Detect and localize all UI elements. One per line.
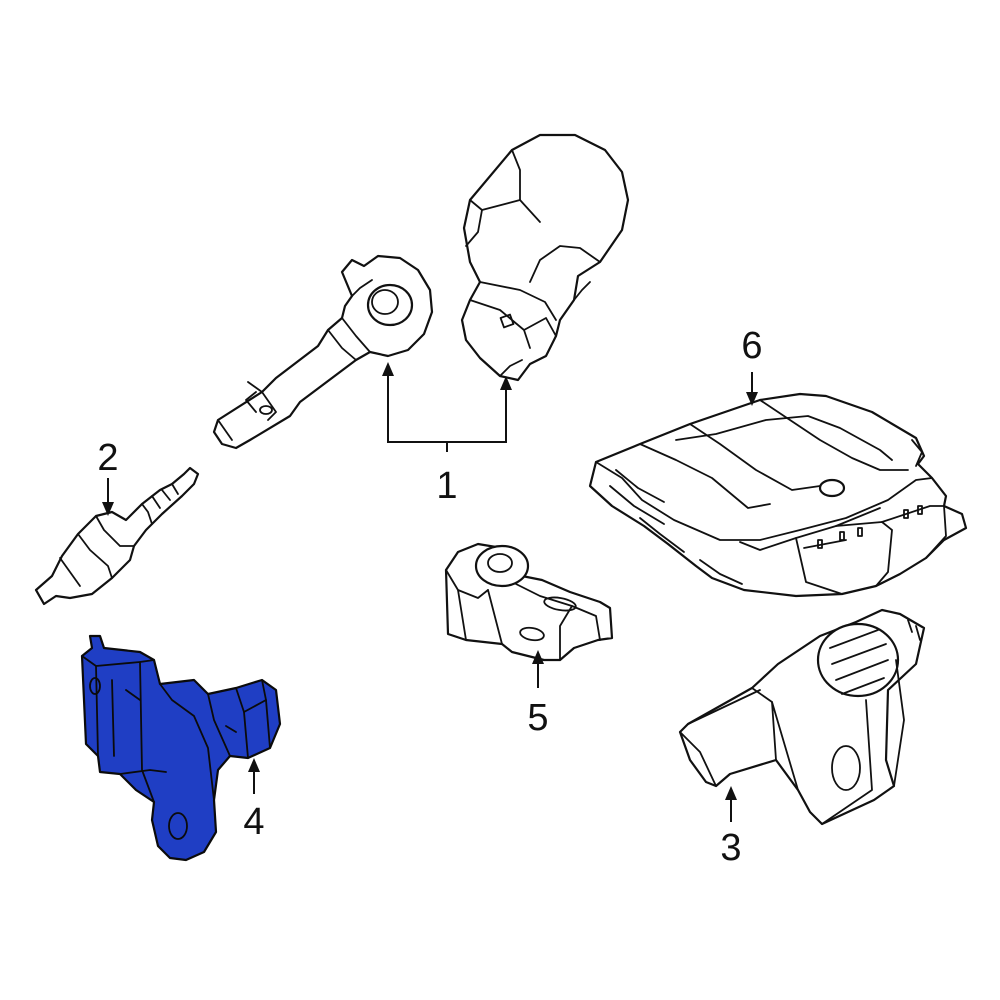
- callout-3-label[interactable]: 3: [720, 827, 741, 869]
- callout-5-leader: [532, 650, 544, 688]
- knock-sensor[interactable]: [444, 542, 614, 662]
- ignition-coil-connector[interactable]: [460, 133, 630, 382]
- engine-control-module[interactable]: [588, 392, 968, 598]
- callout-4-label[interactable]: 4: [243, 801, 264, 843]
- spark-plug[interactable]: [34, 466, 200, 606]
- callout-2-leader: [102, 478, 114, 516]
- callout-6-leader: [746, 372, 758, 406]
- callout-4-leader: [248, 758, 260, 794]
- callout-3-leader: [725, 786, 737, 822]
- callout-5-label[interactable]: 5: [527, 697, 548, 739]
- crankshaft-position-sensor[interactable]: [80, 634, 282, 862]
- crank-sensor-body: [80, 634, 282, 862]
- ignition-coil-pencil[interactable]: [212, 254, 434, 450]
- camshaft-position-sensor[interactable]: [678, 608, 926, 826]
- callout-6-label[interactable]: 6: [741, 325, 762, 367]
- callout-1-leader: [382, 362, 512, 452]
- callout-1-label[interactable]: 1: [436, 465, 457, 507]
- callout-2-label[interactable]: 2: [97, 437, 118, 479]
